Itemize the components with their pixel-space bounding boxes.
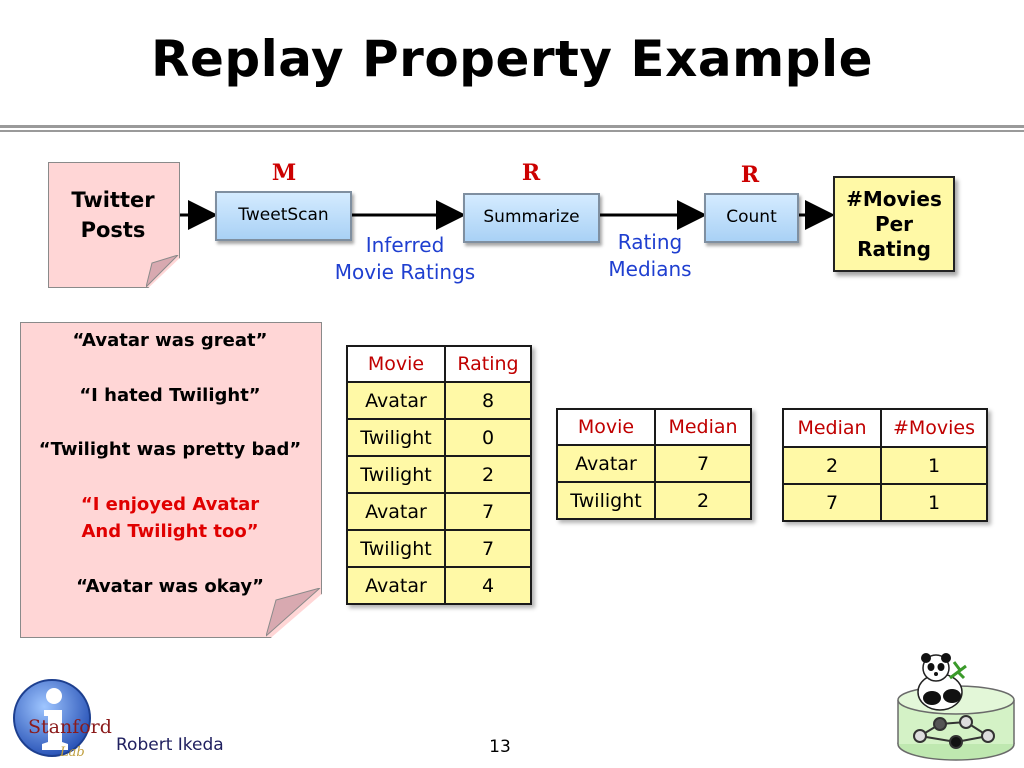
table-cell: Twilight (556, 481, 656, 520)
count-operator: Count (704, 193, 799, 243)
table-cell: 4 (444, 566, 532, 605)
table-cell: Avatar (346, 566, 446, 605)
table-cell: 7 (444, 492, 532, 531)
table-cell: 7 (444, 529, 532, 568)
author-name: Robert Ikeda (116, 735, 224, 755)
counts-header-median: Median (782, 408, 882, 448)
title-rule (0, 125, 1024, 128)
table-cell: 7 (654, 444, 752, 483)
tweet-4-line-1: “I enjoyed Avatar (80, 494, 260, 515)
tweets-note (20, 322, 322, 638)
panda-database-illustration (897, 653, 1015, 761)
tweetscan-operator: TweetScan (215, 191, 352, 241)
inferred-movie-ratings-label: Inferred Movie Ratings (334, 233, 476, 284)
table-cell: 2 (654, 481, 752, 520)
tweet-2: “I hated Twilight” (79, 385, 261, 406)
medians-header-movie: Movie (556, 408, 656, 446)
table-cell: Avatar (346, 381, 446, 420)
table-cell: 0 (444, 418, 532, 457)
tweet-1: “Avatar was great” (72, 330, 268, 351)
table-cell: Avatar (556, 444, 656, 483)
pipeline-arrows (180, 200, 835, 230)
tweetscan-type-letter: M (271, 160, 297, 186)
title-rule-thin (0, 130, 1024, 132)
twitter-posts-label: Twitter Posts (71, 188, 155, 242)
table-cell: 2 (782, 446, 882, 485)
table-cell: 7 (782, 483, 882, 522)
tweet-5: “Avatar was okay” (76, 576, 264, 597)
table-cell: Twilight (346, 529, 446, 568)
svg-text:Stanford: Stanford (28, 716, 112, 738)
ratings-header-rating: Rating (444, 345, 532, 383)
medians-header-median: Median (654, 408, 752, 446)
table-cell: 1 (880, 446, 988, 485)
output-movies-per-rating: #Movies Per Rating (833, 176, 955, 272)
summarize-operator: Summarize (463, 193, 600, 243)
ratings-header-movie: Movie (346, 345, 446, 383)
stanford-infolab-logo: Stanford Lab (13, 679, 112, 760)
counts-header-movies: #Movies (880, 408, 988, 448)
svg-text:Lab: Lab (59, 745, 85, 760)
table-cell: 2 (444, 455, 532, 494)
tweet-4-line-2: And Twilight too” (81, 521, 259, 542)
tweet-3: “Twilight was pretty bad” (38, 439, 302, 460)
table-cell: Twilight (346, 418, 446, 457)
summarize-type-letter: R (521, 160, 541, 186)
page-title: Replay Property Example (150, 30, 874, 88)
table-cell: Avatar (346, 492, 446, 531)
table-cell: Twilight (346, 455, 446, 494)
table-cell: 1 (880, 483, 988, 522)
rating-medians-label: Rating Medians (608, 230, 692, 281)
count-type-letter: R (740, 162, 760, 188)
tweets-note-fold (266, 588, 321, 637)
twitter-note-fold (146, 255, 179, 288)
table-cell: 8 (444, 381, 532, 420)
page-number: 13 (489, 737, 511, 757)
